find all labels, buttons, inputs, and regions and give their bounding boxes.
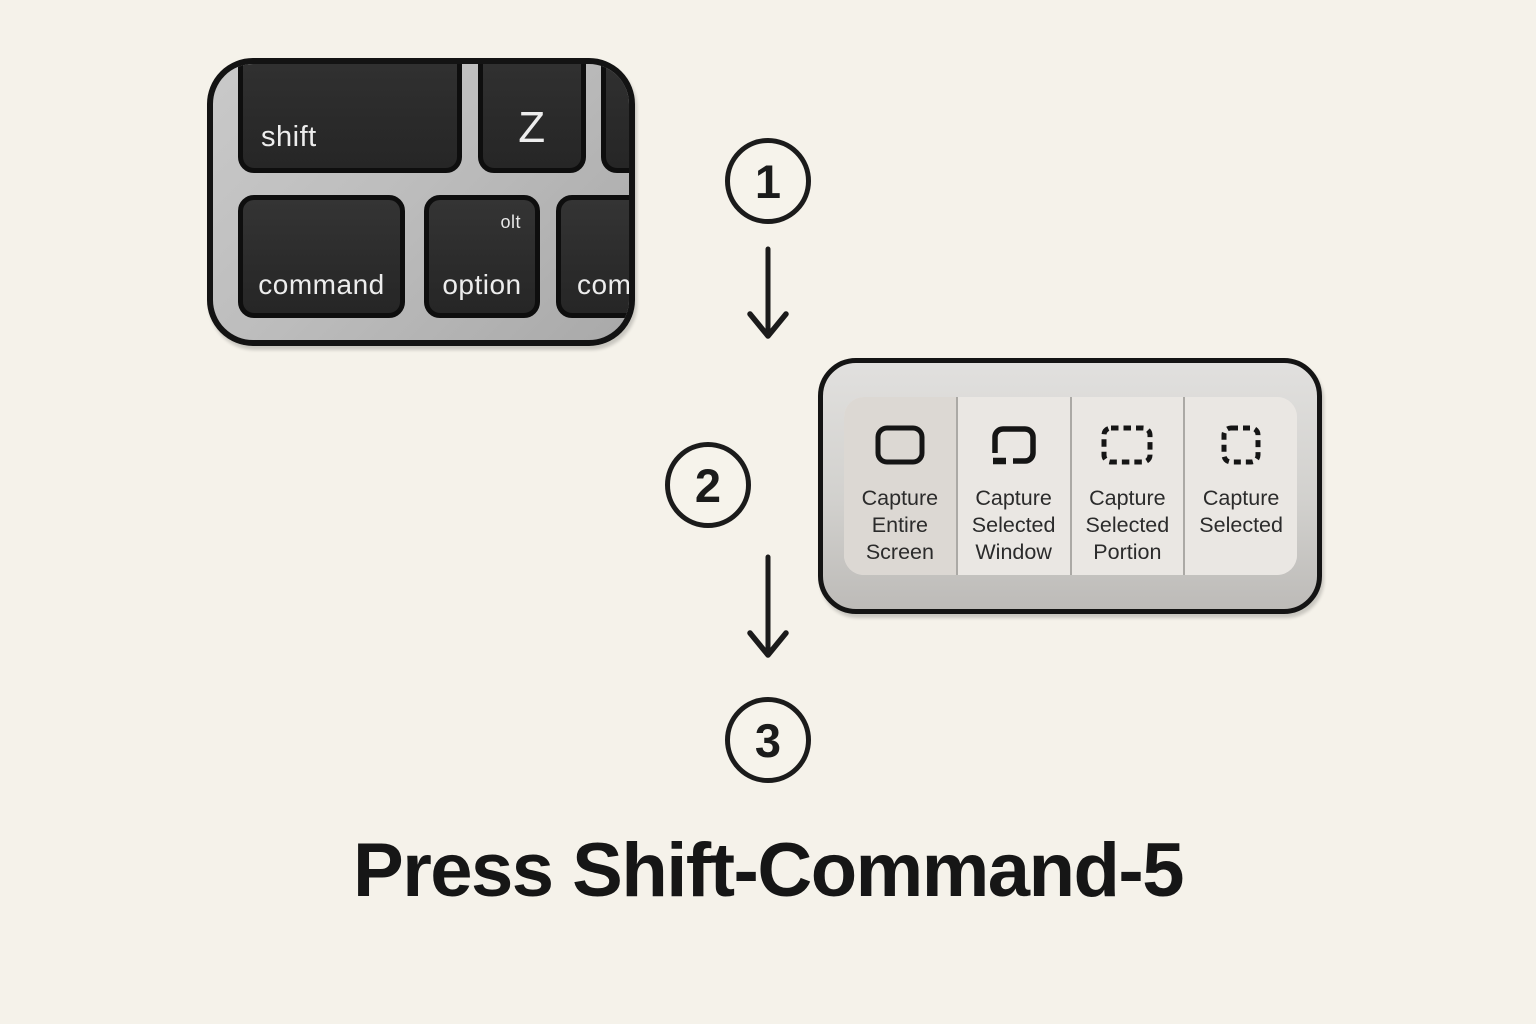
capture-option-label: Capture Selected Portion (1085, 486, 1170, 564)
capture-option-selected-portion[interactable]: Capture Selected Portion (1069, 397, 1184, 575)
capture-toolbar-options: Capture Entire Screen Capture Selected W… (844, 397, 1297, 575)
capture-option-entire-screen[interactable]: Capture Entire Screen (844, 397, 956, 575)
capture-option-selected-window[interactable]: Capture Selected Window (955, 397, 1070, 575)
step-circle-3: 3 (725, 697, 811, 783)
key-option[interactable]: olt option (424, 195, 540, 318)
key-command[interactable]: command (238, 195, 405, 318)
capture-selected-window-icon (987, 423, 1041, 467)
key-command-partial-label: com (577, 269, 632, 300)
down-arrow-icon (738, 246, 798, 342)
key-command-partial[interactable]: com (556, 195, 632, 318)
step-2-number: 2 (694, 458, 722, 512)
capture-option-label: Capture Selected (1199, 486, 1283, 537)
step-1-number: 1 (754, 154, 782, 208)
capture-entire-screen-icon (874, 423, 926, 467)
key-z[interactable]: Z (478, 64, 586, 173)
capture-option-label: Capture Selected Window (971, 486, 1056, 564)
keyboard-illustration: shift Z command olt option com (207, 58, 635, 346)
step-circle-1: 1 (725, 138, 811, 224)
key-z-label: Z (518, 103, 546, 152)
step-3-number: 3 (754, 713, 782, 767)
capture-selected-portion-icon (1101, 423, 1153, 467)
key-command-label: command (258, 269, 385, 300)
down-arrow-icon (738, 553, 798, 661)
step-circle-2: 2 (665, 442, 751, 528)
key-top-right-partial[interactable] (601, 64, 629, 173)
capture-option-label: Capture Entire Screen (861, 486, 939, 564)
key-shift[interactable]: shift (238, 64, 462, 173)
instruction-title: Press Shift-Command-5 (353, 828, 1185, 913)
key-shift-label: shift (261, 121, 317, 153)
key-option-corner-label: olt (500, 212, 521, 232)
capture-selected-icon (1219, 423, 1263, 467)
key-option-label: option (442, 269, 522, 300)
capture-option-selected[interactable]: Capture Selected (1183, 397, 1297, 575)
capture-toolbar: Capture Entire Screen Capture Selected W… (818, 358, 1322, 614)
